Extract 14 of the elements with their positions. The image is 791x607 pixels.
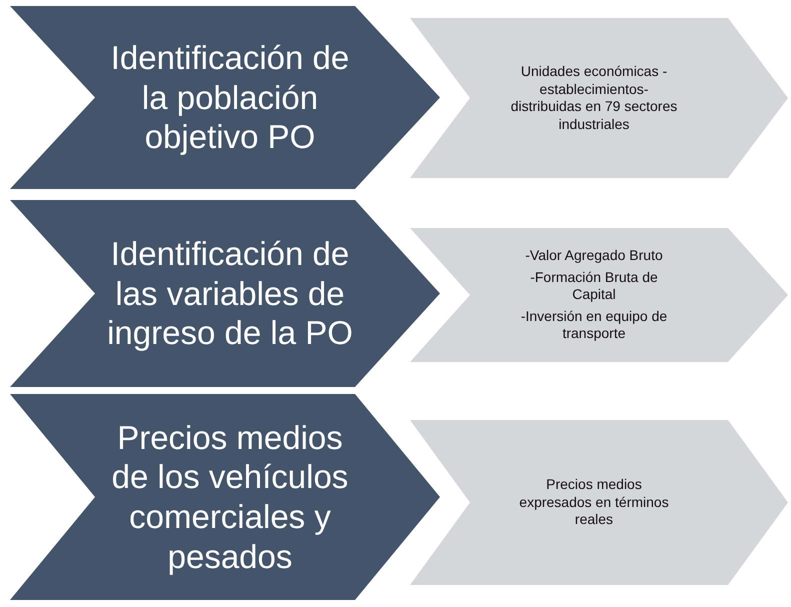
step-text: Unidades económicas - establecimientos- distribuidas en 79 sectores industriales [510, 63, 678, 133]
detail-banner [410, 420, 788, 585]
detail-banner [410, 18, 788, 178]
step-text: Identificación de las variables de ingreso de la PO [106, 234, 354, 353]
step-text: Precios medios expresados en términos reales [518, 476, 670, 529]
step-text: Precios medios de los vehículos comerciales y pesados [110, 418, 350, 576]
step-text: Identificación de la población objetivo PO [110, 38, 350, 157]
step-banner [10, 6, 440, 189]
step-text: -Formación Bruta de Capital [529, 268, 659, 304]
detail-banner [410, 228, 788, 362]
step-text: -Valor Agregado Bruto [525, 247, 663, 265]
step-banner [10, 394, 440, 600]
step-text: -Inversión en equipo de transporte [520, 308, 668, 343]
step-banner [10, 200, 440, 387]
